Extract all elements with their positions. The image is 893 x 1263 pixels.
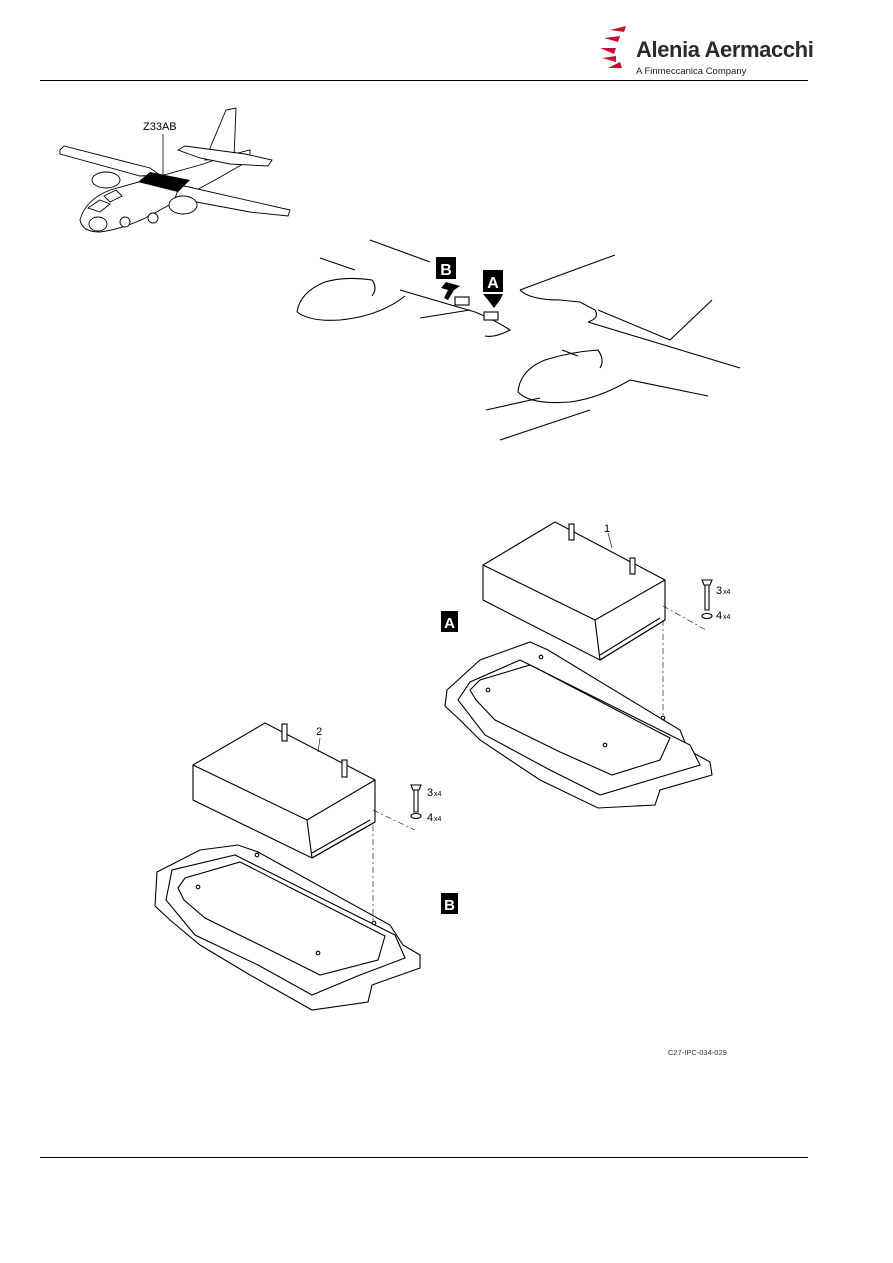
item-2-callout: 2 [316, 726, 322, 738]
item-3-callout-a: 3 [716, 585, 722, 597]
company-logo: Alenia Aermacchi A Finmeccanica Company [596, 24, 814, 84]
item-4-callout-a: 4 [716, 610, 722, 622]
footer-rule [40, 1157, 808, 1158]
view-b-detail-flag: B [441, 893, 458, 914]
item-4-callout-b: 4 [427, 812, 433, 824]
item-1-callout: 1 [604, 523, 610, 535]
zone-z33ab-marker [138, 134, 190, 192]
item-3-qty-b: x4 [434, 791, 442, 798]
detail-a-assembly [444, 521, 713, 809]
view-b-flag: B [436, 257, 460, 300]
propeller-logo-icon [600, 26, 626, 68]
item-4-qty-b: x4 [434, 816, 442, 823]
view-b-letter: B [440, 262, 452, 279]
detail-a-centerlines [662, 605, 707, 720]
header-rule [40, 80, 808, 81]
item-3-callout-b: 3 [427, 787, 433, 799]
view-b-detail-letter: B [444, 897, 455, 914]
view-a-detail-letter: A [444, 615, 455, 632]
company-subtitle: A Finmeccanica Company [636, 66, 747, 77]
item-3-qty-a: x4 [723, 589, 731, 596]
aircraft-locator [59, 107, 291, 233]
figure-reference: C27-IPC-034-029 [668, 1048, 727, 1057]
view-a-letter: A [487, 275, 499, 292]
detail-b-centerlines [372, 809, 416, 925]
view-a-detail-flag: A [441, 611, 458, 632]
zone-label: Z33AB [143, 121, 177, 133]
wing-overview [296, 239, 741, 441]
detail-b-assembly [154, 722, 422, 1011]
view-a-flag: A [483, 270, 503, 308]
item-4-qty-a: x4 [723, 614, 731, 621]
company-name: Alenia Aermacchi [636, 37, 814, 62]
